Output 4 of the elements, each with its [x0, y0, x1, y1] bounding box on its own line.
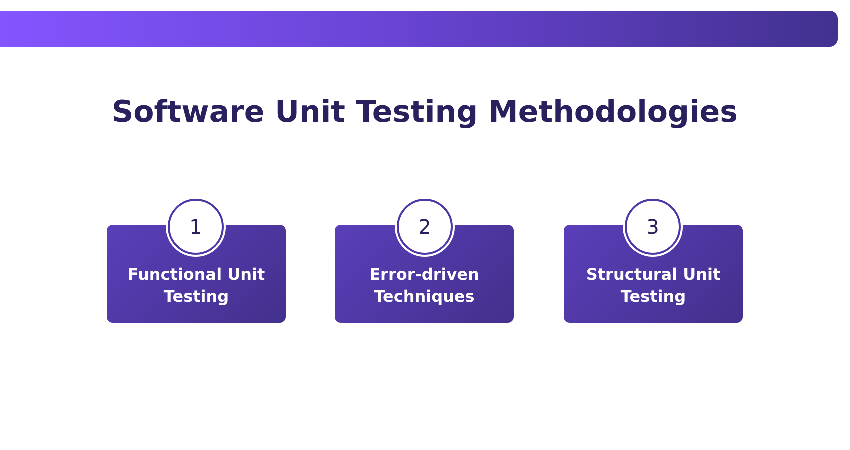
diagram-title: Software Unit Testing Methodologies	[111, 94, 739, 132]
step-number-circle: 1	[168, 199, 224, 255]
step-number-circle: 3	[625, 199, 681, 255]
step-number-circle: 2	[397, 199, 453, 255]
